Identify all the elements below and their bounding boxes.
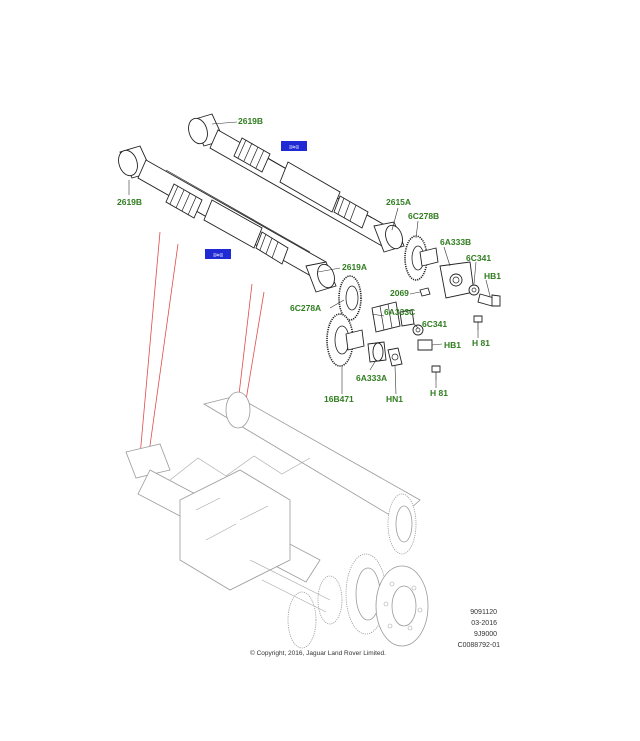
upper-balancer-shaft bbox=[188, 113, 405, 253]
upper-drive-gear bbox=[404, 235, 439, 281]
reference-line-3: 9J9000 bbox=[474, 631, 497, 638]
lower-retaining-plate bbox=[371, 301, 415, 333]
callout-hn1: HN1 bbox=[386, 394, 403, 404]
callout-6a333b: 6A333B bbox=[440, 237, 471, 247]
callout-2619b-top: 2619B bbox=[238, 116, 263, 126]
callout-6c278a: 6C278A bbox=[290, 303, 321, 313]
callout-6c341-top: 6C341 bbox=[466, 253, 491, 263]
crank-driven-gear bbox=[326, 313, 365, 367]
callout-6c341-mid: 6C341 bbox=[422, 319, 447, 329]
callout-2615a: 2615A bbox=[386, 197, 411, 207]
dowel-pin bbox=[419, 287, 431, 297]
engine-assembly-context bbox=[125, 391, 429, 649]
callout-16b471: 16B471 bbox=[324, 394, 354, 404]
lower-balancer-shaft bbox=[118, 145, 337, 293]
svg-text:≡≈≡: ≡≈≡ bbox=[289, 145, 300, 151]
upper-washer bbox=[468, 284, 480, 296]
callout-2619a: 2619A bbox=[342, 262, 367, 272]
lower-washer bbox=[412, 324, 424, 336]
copyright-notice: © Copyright, 2016, Jaguar Land Rover Lim… bbox=[250, 649, 386, 657]
upper-shaft-tag: ≡≈≡ bbox=[281, 141, 307, 151]
lower-bolt bbox=[417, 339, 433, 351]
lower-small-bolt bbox=[431, 365, 441, 380]
lower-shaft-tag: ≡≈≡ bbox=[205, 249, 231, 259]
upper-retaining-plate bbox=[439, 261, 475, 299]
reference-block: 9091120 03-2016 9J9000 C0088792-01 bbox=[458, 609, 501, 649]
callout-2619b-left: 2619B bbox=[117, 197, 142, 207]
reference-line-1: 9091120 bbox=[470, 609, 497, 616]
leader-lines bbox=[128, 121, 491, 395]
lower-drive-gear bbox=[338, 275, 362, 321]
reference-line-2: 03-2016 bbox=[471, 620, 497, 627]
callout-2069: 2069 bbox=[390, 288, 409, 298]
svg-text:≡≈≡: ≡≈≡ bbox=[213, 253, 224, 259]
upper-shaft-end-bearing bbox=[373, 221, 405, 253]
callout-h81-bottom: H 81 bbox=[430, 388, 448, 398]
callout-6c278b: 6C278B bbox=[408, 211, 439, 221]
lower-shaft-end-bearing bbox=[305, 261, 337, 293]
callout-hb1-mid: HB1 bbox=[444, 340, 461, 350]
callout-hb1-top: HB1 bbox=[484, 271, 501, 281]
callout-6a333a: 6A333A bbox=[356, 373, 387, 383]
upper-bolt bbox=[477, 293, 501, 307]
lower-nut bbox=[387, 347, 403, 367]
reference-line-4: C0088792-01 bbox=[458, 642, 501, 649]
upper-small-bolt bbox=[473, 315, 483, 330]
callout-h81-top: H 81 bbox=[472, 338, 490, 348]
lower-bush bbox=[367, 341, 387, 363]
callout-6a333c: 6A333C bbox=[384, 307, 415, 317]
